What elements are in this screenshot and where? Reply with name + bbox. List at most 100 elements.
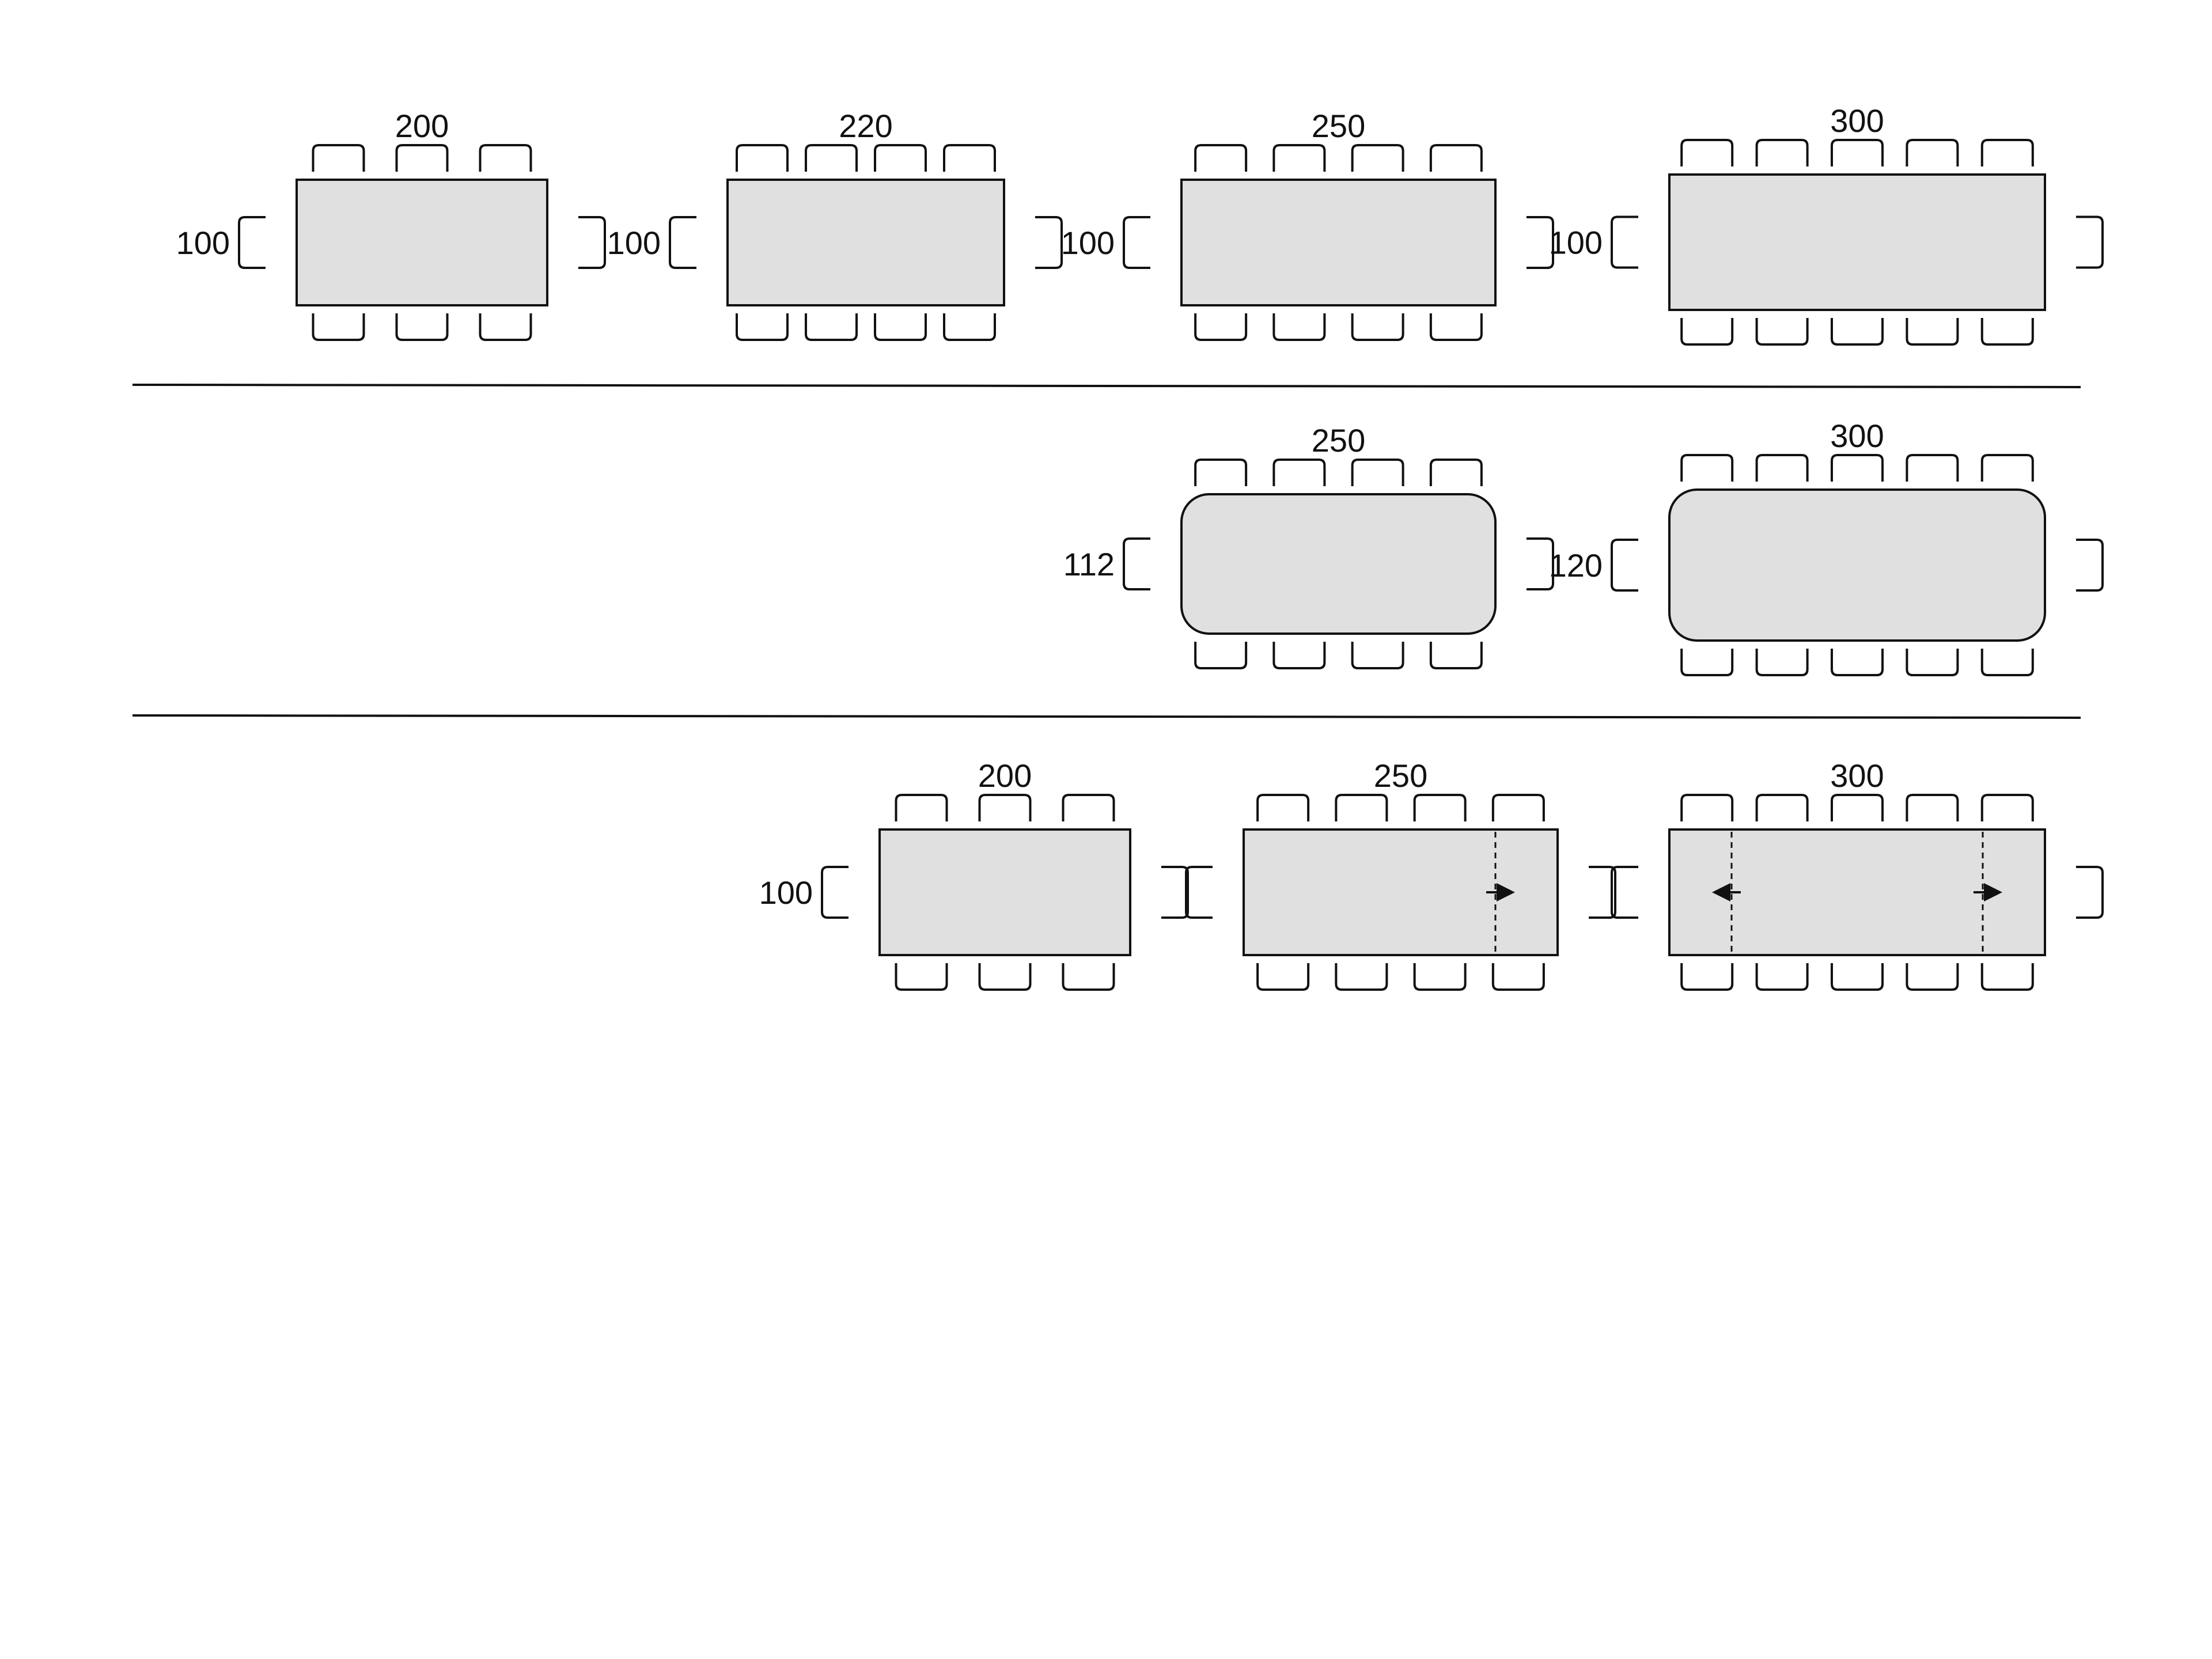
length-dimension-label: 300 <box>1830 103 1884 139</box>
rounded-tabletop <box>1180 493 1497 635</box>
chair-icon <box>578 216 606 269</box>
chair-icon <box>1335 963 1388 991</box>
chair-icon <box>1161 866 1189 919</box>
chair-icon <box>1272 642 1326 669</box>
length-dimension-label: 300 <box>1830 418 1884 454</box>
tabletop <box>296 179 548 306</box>
chair-icon <box>1680 649 1734 676</box>
table-diagram: 300 120 <box>1549 418 2104 676</box>
chair-icon <box>1194 642 1248 669</box>
length-dimension-label: 300 <box>1830 757 1884 794</box>
chair-icon <box>1611 539 1638 592</box>
chair-icon <box>943 144 996 172</box>
width-dimension-label: 100 <box>176 225 230 261</box>
length-dimension-label: 250 <box>1374 757 1427 794</box>
table-diagram: 250 100 <box>1061 108 1554 341</box>
chair-icon <box>1680 318 1734 346</box>
chair-icon <box>1123 216 1150 269</box>
chair-icon <box>1351 459 1404 486</box>
chair-icon <box>1831 318 1884 346</box>
chair-icon <box>978 963 1032 991</box>
chair-icon <box>1491 794 1545 821</box>
chair-icon <box>895 794 948 821</box>
tabletop <box>726 179 1005 306</box>
chair-icon <box>1035 216 1063 269</box>
width-dimension-label: 112 <box>1063 546 1115 582</box>
chair-icon <box>1194 144 1248 172</box>
chair-icon <box>1906 649 1959 676</box>
width-dimension-label: 100 <box>759 874 813 911</box>
chair-icon <box>1980 139 2034 166</box>
chair-icon <box>1980 318 2034 346</box>
chair-icon <box>1272 313 1326 341</box>
chair-icon <box>1906 454 1959 482</box>
chair-icon <box>1351 313 1404 341</box>
length-dimension-label: 220 <box>839 108 892 144</box>
chair-icon <box>1831 963 1884 991</box>
chair-icon <box>895 963 948 991</box>
chair-icon <box>1429 313 1483 341</box>
chair-icon <box>1351 144 1404 172</box>
chair-icon <box>1194 459 1248 486</box>
chair-icon <box>1123 537 1150 590</box>
row-separator-2 <box>132 714 2081 719</box>
chair-icon <box>1680 794 1734 821</box>
width-dimension-label: 100 <box>607 225 661 261</box>
chair-icon <box>1755 963 1809 991</box>
width-dimension-label: 120 <box>1549 547 1603 584</box>
chair-icon <box>669 216 696 269</box>
chair-icon <box>1194 313 1248 341</box>
chair-icon <box>821 866 849 919</box>
chair-icon <box>1062 963 1115 991</box>
chair-icon <box>978 794 1032 821</box>
chair-icon <box>874 144 927 172</box>
chair-icon <box>479 313 532 341</box>
chair-icon <box>1429 642 1483 669</box>
chair-icon <box>1906 318 1959 346</box>
chair-icon <box>805 313 858 341</box>
row-separator-1 <box>132 384 2081 388</box>
chair-icon <box>1755 794 1809 821</box>
chair-icon <box>479 144 532 172</box>
chair-icon <box>1980 454 2034 482</box>
tabletop <box>1668 173 2046 311</box>
chair-icon <box>1413 794 1467 821</box>
chair-icon <box>874 313 927 341</box>
chair-icon <box>1611 866 1638 919</box>
chair-icon <box>1906 963 1959 991</box>
chair-icon <box>1429 144 1483 172</box>
chair-icon <box>2076 215 2104 269</box>
chair-icon <box>1755 139 1809 166</box>
chair-icon <box>1980 794 2034 821</box>
chair-icon <box>736 313 789 341</box>
chair-icon <box>312 313 365 341</box>
table-diagram: 200 100 <box>176 108 606 341</box>
width-dimension-label: 100 <box>1549 225 1603 261</box>
chair-icon <box>1351 642 1404 669</box>
chair-icon <box>1831 139 1884 166</box>
chair-icon <box>1256 963 1310 991</box>
chair-icon <box>1831 649 1884 676</box>
chair-icon <box>1185 866 1213 919</box>
chair-icon <box>1980 649 2034 676</box>
chair-icon <box>1680 139 1734 166</box>
chair-icon <box>395 313 449 341</box>
length-dimension-label: 200 <box>978 757 1032 794</box>
chair-icon <box>1527 537 1554 590</box>
chair-icon <box>1906 139 1959 166</box>
chair-icon <box>1335 794 1388 821</box>
chair-icon <box>395 144 449 172</box>
tabletop <box>1180 179 1497 306</box>
chair-icon <box>1491 963 1545 991</box>
length-dimension-label: 250 <box>1312 108 1365 144</box>
width-dimension-label: 100 <box>1061 225 1115 261</box>
chair-icon <box>1611 215 1638 269</box>
length-dimension-label: 200 <box>395 108 449 144</box>
chair-icon <box>1906 794 1959 821</box>
table-diagram: 200 100 <box>759 757 1189 991</box>
chair-icon <box>2076 539 2104 592</box>
chair-icon <box>2076 866 2104 919</box>
